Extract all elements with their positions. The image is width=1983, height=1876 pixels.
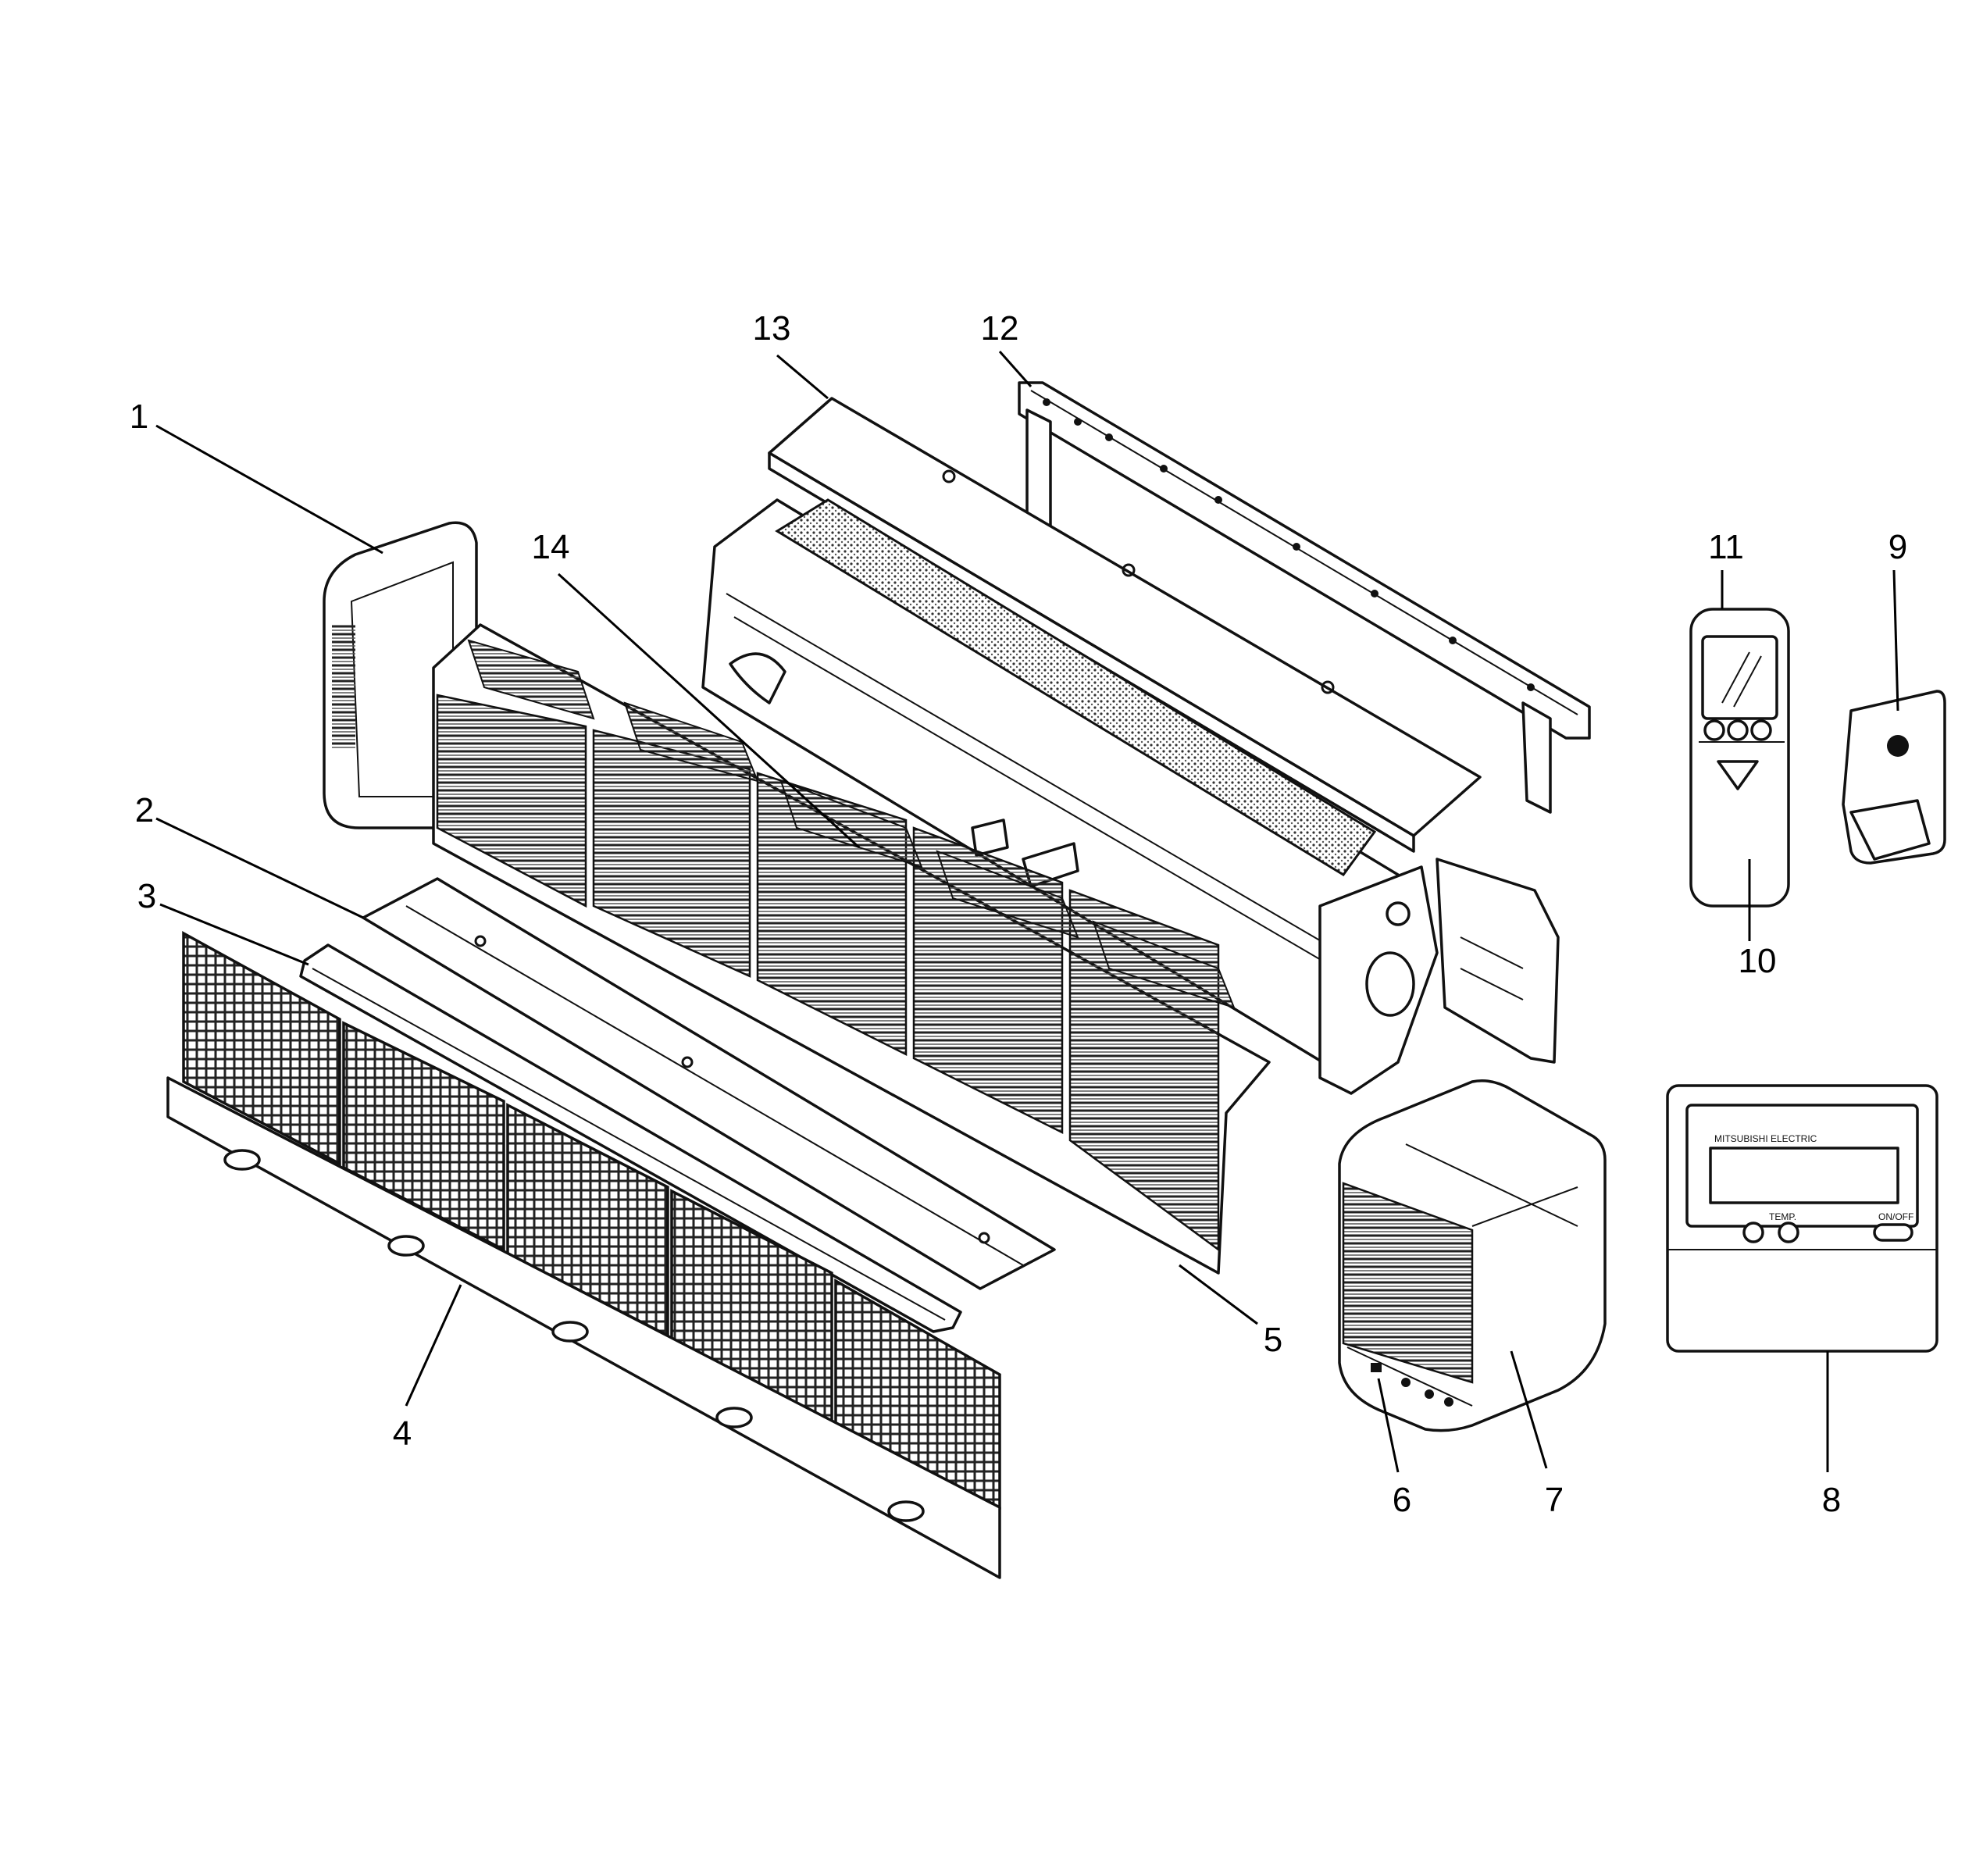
wired-controller-part-8: MITSUBISHI ELECTRIC TEMP. ON/OFF (1666, 1084, 1938, 1353)
controller-temp-text: TEMP. (1769, 1211, 1796, 1222)
front-panel-part-5 (432, 623, 1271, 1275)
callout-8: 8 (1822, 1481, 1841, 1519)
side-cover-part-7 (1338, 1079, 1607, 1432)
callout-5: 5 (1264, 1321, 1282, 1359)
chassis-part-14 (701, 498, 1560, 1095)
callout-14: 14 (532, 528, 570, 566)
callout-2: 2 (135, 791, 154, 829)
remote-control-part-11 (1689, 608, 1790, 908)
callout-13: 13 (753, 309, 791, 348)
callout-11: 11 (1708, 528, 1744, 566)
callout-7: 7 (1545, 1481, 1564, 1519)
callout-12: 12 (981, 309, 1019, 348)
callout-4: 4 (393, 1414, 412, 1453)
top-panel-part-13 (768, 397, 1482, 853)
mounting-plate-part-12 (1018, 381, 1591, 814)
vane-part-2 (362, 877, 1056, 1290)
callout-1: 1 (130, 398, 148, 436)
leader-lines (155, 351, 1899, 1473)
callout-9: 9 (1888, 528, 1907, 566)
callout-10: 10 (1739, 942, 1777, 980)
flap-part-3 (299, 943, 962, 1333)
front-grille-part-4 (166, 931, 1001, 1579)
remote-holder-part-9 (1842, 690, 1946, 865)
callout-6: 6 (1393, 1481, 1411, 1519)
controller-onoff-text: ON/OFF (1878, 1211, 1913, 1222)
callout-labels: 1 2 3 4 5 6 7 8 9 10 11 12 13 14 (130, 309, 1907, 1519)
button-panel-part-6 (1371, 1363, 1453, 1407)
callout-3: 3 (137, 877, 156, 915)
controller-brand-text: MITSUBISHI ELECTRIC (1714, 1133, 1817, 1144)
